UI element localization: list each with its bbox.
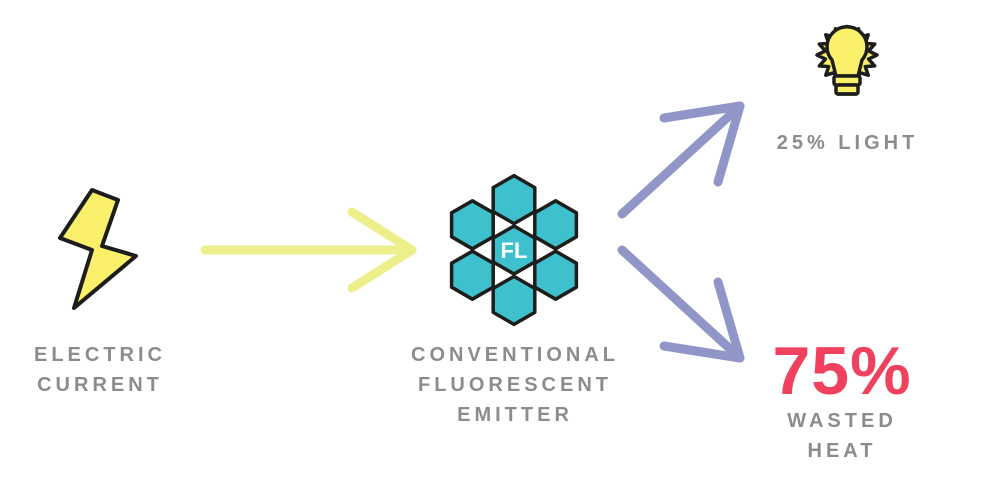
heat-percent: 75%	[772, 333, 912, 409]
heat-label: WASTED HEAT	[742, 406, 942, 466]
emitter-label-line-1: CONVENTIONAL	[411, 344, 619, 366]
hex-lower-right	[533, 249, 579, 301]
heat-label-line-1: WASTED	[787, 410, 897, 432]
electric-current-label: ELECTRIC CURRENT	[10, 340, 190, 400]
heat-output-arrow	[617, 245, 745, 363]
hex-upper-right	[533, 199, 579, 251]
hex-bottom	[491, 274, 537, 327]
lightning-bolt-icon	[58, 188, 138, 310]
hex-lower-left	[449, 249, 495, 301]
electric-current-line-2: CURRENT	[37, 374, 163, 396]
hexagon-cluster-icon	[449, 173, 579, 327]
emitter-label: CONVENTIONAL FLUORESCENT EMITTER	[370, 340, 660, 430]
hex-upper-left	[449, 199, 495, 251]
heat-label-line-2: HEAT	[807, 440, 877, 462]
hex-center	[491, 224, 537, 276]
light-bulb-icon	[815, 24, 879, 96]
emitter-label-line-3: EMITTER	[457, 404, 573, 426]
emitter-label-line-2: FLUORESCENT	[418, 374, 612, 396]
light-output-arrow	[617, 101, 745, 219]
input-arrow	[200, 207, 417, 293]
electric-current-line-1: ELECTRIC	[34, 344, 166, 366]
emitter-abbrev: FL	[501, 238, 528, 263]
hex-top	[491, 173, 537, 226]
light-output-label: 25% LIGHT	[776, 132, 919, 154]
